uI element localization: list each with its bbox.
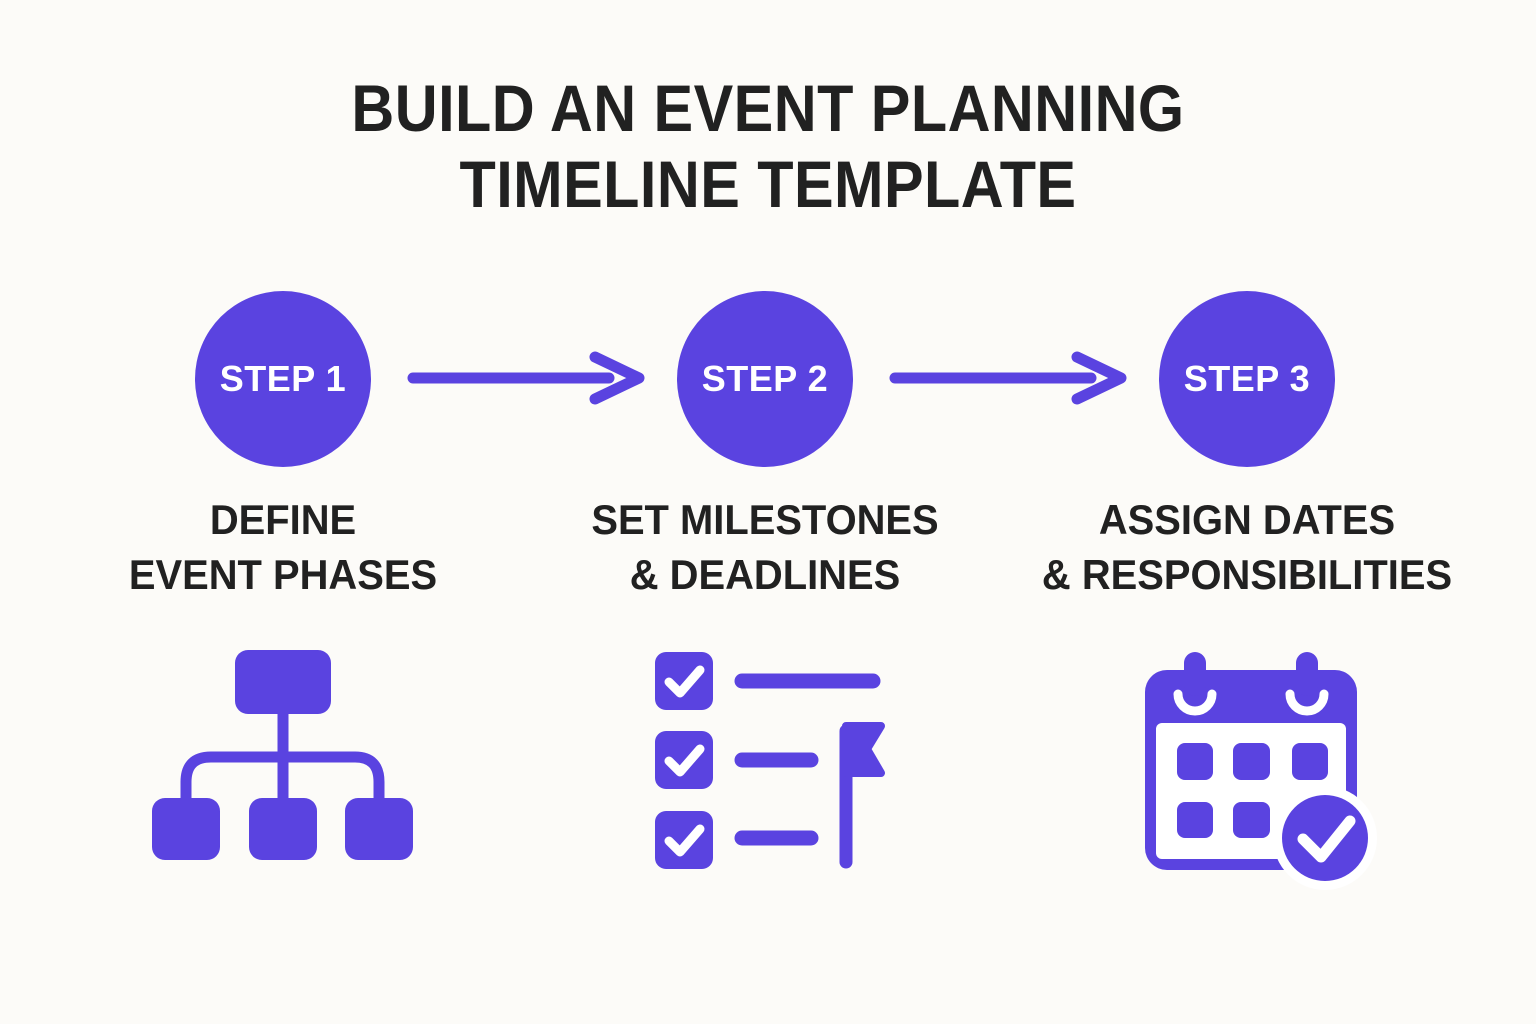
arrow-right-icon <box>877 348 1137 408</box>
step-2-icon-wrap <box>645 645 893 880</box>
calendar-check-icon <box>1145 652 1377 890</box>
step-3-badge: STEP 3 <box>1159 291 1335 467</box>
step-1-label-line-1: DEFINE <box>209 496 357 543</box>
page-title-line-1: BUILD AN EVENT PLANNING <box>351 71 1185 145</box>
step-3-label: ASSIGN DATES & RESPONSIBILITIES <box>1019 492 1475 602</box>
step-3-icon-wrap <box>1140 650 1388 898</box>
page-title: BUILD AN EVENT PLANNING TIMELINE TEMPLAT… <box>0 70 1536 222</box>
step-3-badge-label: STEP 3 <box>1183 358 1311 399</box>
step-2-label-line-2: & DEADLINES <box>629 551 901 598</box>
checklist-flag-icon <box>655 652 885 869</box>
page-title-line-2: TIMELINE TEMPLATE <box>459 147 1077 221</box>
step-1-label: DEFINE EVENT PHASES <box>55 492 511 602</box>
step-1-label-line-2: EVENT PHASES <box>128 551 438 598</box>
step-2-badge: STEP 2 <box>677 291 853 467</box>
step-2-badge-label: STEP 2 <box>701 358 829 399</box>
arrow-right-icon <box>395 348 655 408</box>
step-1-badge: STEP 1 <box>195 291 371 467</box>
step-2-label: SET MILESTONES & DEADLINES <box>537 492 993 602</box>
step-1-badge-label: STEP 1 <box>219 358 347 399</box>
step-1-icon-wrap <box>150 648 416 906</box>
step-2-label-line-1: SET MILESTONES <box>591 496 939 543</box>
step-3-label-line-2: & RESPONSIBILITIES <box>1041 551 1453 598</box>
org-chart-icon <box>152 650 413 860</box>
step-3-label-line-1: ASSIGN DATES <box>1098 496 1396 543</box>
